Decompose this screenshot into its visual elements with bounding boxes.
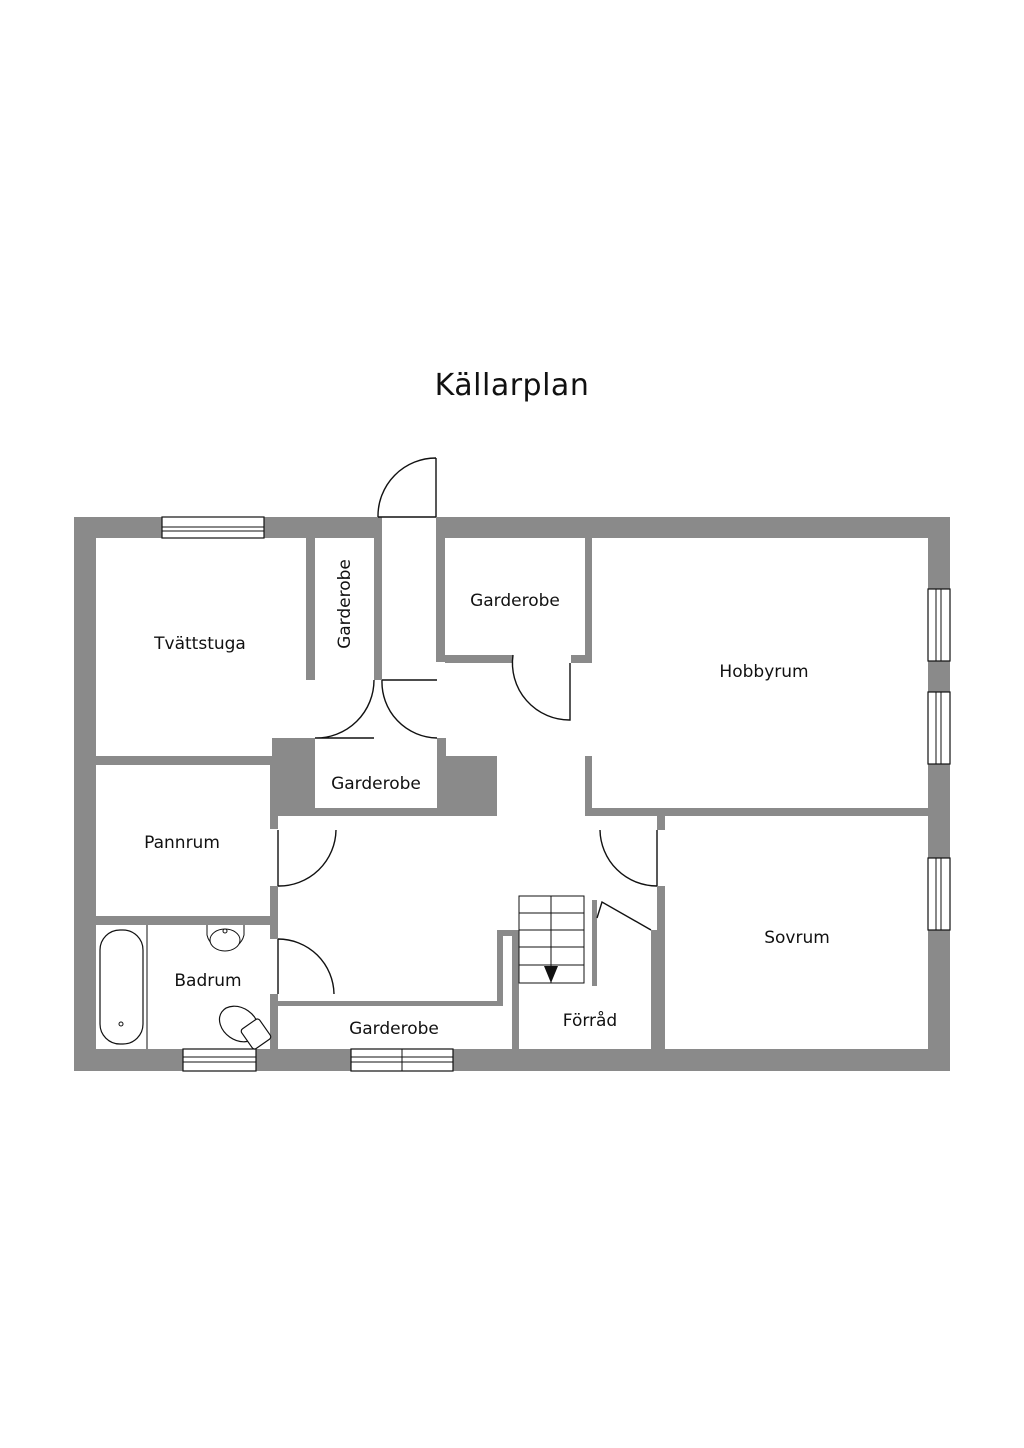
door-swing-icon [599, 829, 658, 887]
bathtub-icon [99, 925, 148, 1049]
room-labels: Tvättstuga Garderobe Garderobe Hobbyrum … [144, 559, 830, 1039]
door-swing-icon [511, 654, 571, 721]
door-swing-icon [377, 457, 437, 518]
window-icon [182, 1048, 257, 1072]
door-swing-icon [277, 829, 337, 887]
stairs-icon [518, 895, 585, 984]
toilet-icon [218, 1005, 272, 1050]
room-label-hobbyrum: Hobbyrum [719, 662, 808, 682]
room-label-tvattstuga: Tvättstuga [153, 634, 246, 654]
interior-walls [96, 538, 928, 1049]
room-label-garderobe-middle: Garderobe [331, 774, 421, 794]
room-label-badrum: Badrum [174, 971, 241, 991]
window-icon [161, 516, 265, 539]
room-label-garderobe-bottom: Garderobe [349, 1019, 439, 1039]
entrance [377, 457, 437, 540]
room-fills [278, 538, 512, 1049]
bathroom-fixtures [99, 925, 272, 1050]
windows [161, 516, 951, 1072]
window-icon [927, 691, 951, 765]
door-swing-icon [277, 938, 335, 995]
door-swing-icon [314, 679, 375, 739]
window-icon [927, 857, 951, 931]
room-label-pannrum: Pannrum [144, 833, 220, 853]
plan-title: Källarplan [434, 368, 590, 403]
room-label-sovrum: Sovrum [764, 928, 830, 948]
door-swing-icon [596, 900, 652, 931]
doors [277, 654, 658, 995]
room-label-forrad: Förråd [563, 1010, 617, 1031]
outer-walls [74, 517, 950, 1071]
window-icon [350, 1048, 454, 1072]
room-label-garderobe-top: Garderobe [470, 591, 560, 611]
sink-icon [206, 925, 245, 952]
door-swing-icon [381, 679, 438, 739]
room-label-garderobe-vertical: Garderobe [335, 559, 355, 649]
window-icon [927, 588, 951, 662]
